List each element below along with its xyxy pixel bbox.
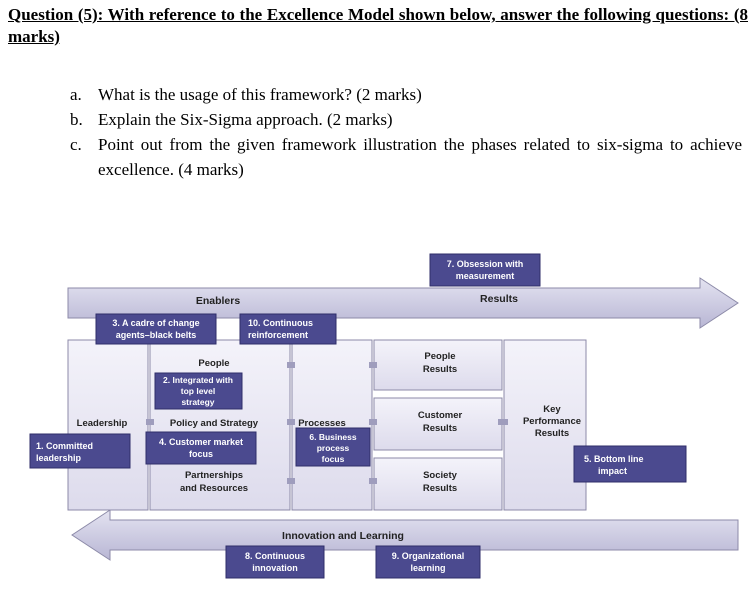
kpr-label-3: Results bbox=[535, 428, 569, 439]
question-heading: Question (5): With reference to the Exce… bbox=[8, 5, 748, 46]
item-b-label: b. bbox=[70, 110, 83, 129]
svg-text:leadership: leadership bbox=[36, 453, 82, 463]
results-label: Results bbox=[480, 293, 518, 305]
society-results-label-2: Results bbox=[423, 483, 457, 494]
callout-continuous-reinforcement: 10. Continuous reinforcement bbox=[239, 313, 337, 345]
callout-black-belts: 3. A cadre of change agents–black belts bbox=[95, 313, 217, 345]
connector bbox=[369, 362, 377, 368]
partnerships-label-2: and Resources bbox=[180, 483, 248, 494]
customer-results-panel bbox=[373, 397, 503, 451]
callout-bottom-line: 5. Bottom line impact bbox=[573, 445, 687, 483]
processes-panel bbox=[291, 339, 373, 511]
svg-text:1. Committed: 1. Committed bbox=[36, 441, 93, 451]
svg-text:impact: impact bbox=[598, 466, 627, 476]
svg-text:reinforcement: reinforcement bbox=[248, 330, 308, 340]
connector bbox=[369, 419, 377, 425]
question-list: a. What is the usage of this framework? … bbox=[70, 82, 742, 182]
enablers-middle-panel bbox=[149, 339, 291, 511]
item-a-label: a. bbox=[70, 85, 82, 104]
people-results-label-2: Results bbox=[423, 364, 457, 375]
leadership-label: Leadership bbox=[77, 418, 128, 429]
item-a-text: What is the usage of this framework? (2 … bbox=[98, 85, 422, 104]
policy-label: Policy and Strategy bbox=[170, 418, 259, 429]
kpr-label: Key bbox=[543, 404, 561, 415]
item-b-text: Explain the Six-Sigma approach. (2 marks… bbox=[98, 110, 393, 129]
kpr-label-2: Performance bbox=[523, 416, 581, 427]
society-results-panel bbox=[373, 457, 503, 511]
customer-results-label: Customer bbox=[418, 410, 463, 421]
svg-text:learning: learning bbox=[410, 563, 445, 573]
callout-committed-leadership: 1. Committed leadership bbox=[29, 433, 131, 469]
people-label: People bbox=[198, 358, 229, 369]
callout-integrated-strategy: 2. Integrated with top level strategy bbox=[154, 372, 243, 410]
svg-text:2. Integrated with: 2. Integrated with bbox=[163, 375, 233, 385]
question-item-b: b. Explain the Six-Sigma approach. (2 ma… bbox=[70, 107, 742, 132]
callout-business-process: 6. Business process focus bbox=[295, 427, 371, 467]
svg-text:focus: focus bbox=[322, 454, 345, 464]
partnerships-label: Partnerships bbox=[185, 470, 243, 481]
callout-measurement: 7. Obsession with measurement bbox=[429, 253, 541, 287]
connector bbox=[146, 419, 154, 425]
people-results-panel bbox=[373, 339, 503, 391]
svg-text:10. Continuous: 10. Continuous bbox=[248, 318, 313, 328]
svg-text:4. Customer market: 4. Customer market bbox=[159, 437, 243, 447]
people-results-label: People bbox=[424, 351, 455, 362]
question-item-c: c. Point out from the given framework il… bbox=[70, 132, 742, 182]
processes-label: Processes bbox=[298, 418, 346, 429]
question-item-a: a. What is the usage of this framework? … bbox=[70, 82, 742, 107]
connector bbox=[369, 478, 377, 484]
svg-text:5. Bottom line: 5. Bottom line bbox=[584, 454, 644, 464]
callout-customer-focus: 4. Customer market focus bbox=[145, 431, 257, 465]
svg-text:3. A cadre of change: 3. A cadre of change bbox=[112, 318, 199, 328]
svg-text:strategy: strategy bbox=[181, 397, 214, 407]
callout-organizational-learning: 9. Organizational learning bbox=[375, 545, 481, 579]
connector bbox=[287, 362, 295, 368]
svg-text:6. Business: 6. Business bbox=[309, 432, 357, 442]
svg-text:7. Obsession with: 7. Obsession with bbox=[447, 259, 524, 269]
society-results-label: Society bbox=[423, 470, 458, 481]
innovation-label: Innovation and Learning bbox=[282, 530, 404, 542]
item-c-text: Point out from the given framework illus… bbox=[98, 135, 742, 179]
connector bbox=[287, 419, 295, 425]
leadership-panel bbox=[67, 339, 149, 511]
svg-text:innovation: innovation bbox=[252, 563, 298, 573]
item-c-label: c. bbox=[70, 135, 82, 154]
enablers-label: Enablers bbox=[196, 295, 241, 307]
svg-text:focus: focus bbox=[189, 449, 213, 459]
svg-text:8. Continuous: 8. Continuous bbox=[245, 551, 305, 561]
svg-text:measurement: measurement bbox=[456, 271, 515, 281]
customer-results-label-2: Results bbox=[423, 423, 457, 434]
svg-text:top level: top level bbox=[181, 386, 215, 396]
svg-text:9. Organizational: 9. Organizational bbox=[392, 551, 465, 561]
svg-text:process: process bbox=[317, 443, 350, 453]
connector bbox=[498, 419, 508, 425]
connector bbox=[287, 478, 295, 484]
callout-continuous-innovation: 8. Continuous innovation bbox=[225, 545, 325, 579]
svg-text:agents–black belts: agents–black belts bbox=[116, 330, 197, 340]
